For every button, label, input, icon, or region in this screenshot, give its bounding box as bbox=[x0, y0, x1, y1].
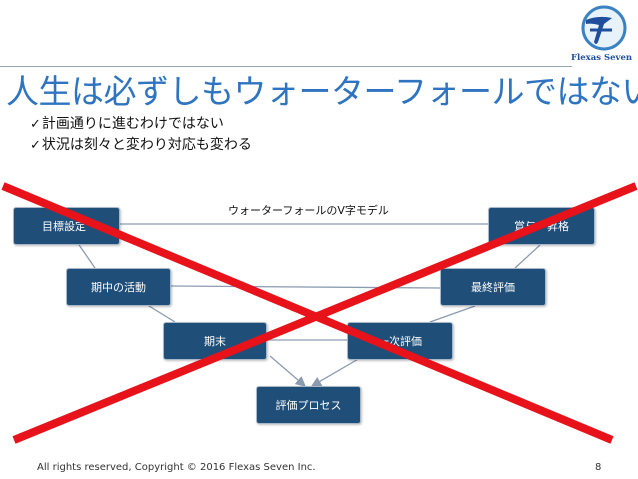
bullet-item: ✓状況は刻々と変わり対応も変わる bbox=[30, 135, 252, 156]
page-number: 8 bbox=[595, 462, 602, 473]
check-icon: ✓ bbox=[30, 117, 41, 132]
check-icon: ✓ bbox=[30, 138, 41, 153]
bullet-item: ✓計画通りに進むわけではない bbox=[30, 114, 252, 135]
bullet-list: ✓計画通りに進むわけではない ✓状況は刻々と変わり対応も変わる bbox=[30, 114, 252, 156]
bullet-text: 状況は刻々と変わり対応も変わる bbox=[41, 137, 252, 153]
logo-seven-icon bbox=[581, 5, 627, 51]
bullet-text: 計画通りに進むわけではない bbox=[41, 116, 224, 132]
logo-text: Flexas Seven bbox=[571, 53, 633, 63]
footer-copyright: All rights reserved, Copyright © 2016 Fl… bbox=[37, 462, 316, 473]
top-rule bbox=[0, 66, 572, 67]
box-midterm-activity: 期中の活動 bbox=[66, 268, 171, 306]
slide-title: 人生は必ずしもウォーターフォールではない bbox=[6, 72, 638, 111]
box-evaluation-process: 評価プロセス bbox=[256, 386, 361, 424]
box-final-evaluation: 最終評価 bbox=[440, 268, 546, 306]
v-model-label: ウォーターフォールのV字モデル bbox=[228, 204, 389, 217]
